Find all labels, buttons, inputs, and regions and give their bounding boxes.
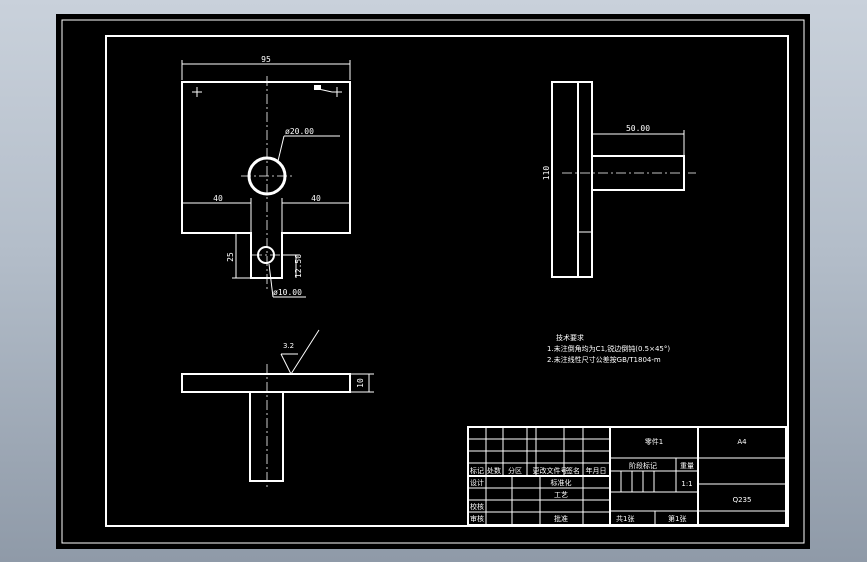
notes-line-1: 1.未注倒角均为C1,锐边倒钝(0.5×45°) <box>547 344 670 353</box>
tb-drawing-no: A4 <box>737 438 747 446</box>
tb-rev-label-0: 标记 <box>470 466 484 475</box>
side-plate <box>551 81 593 278</box>
bottom-view: 10 3.2 <box>181 329 374 489</box>
plate-outline <box>181 81 351 279</box>
corner-cross-left <box>192 87 202 97</box>
tb-std-label: 标准化 <box>551 478 572 487</box>
title-block: 零件1 A4 阶段标记 重量 1:1 Q235 共1张 第1张 标记 处数 分区… <box>467 426 787 526</box>
dim-thickness-label: 10 <box>356 378 365 388</box>
roughness-symbol <box>280 329 320 376</box>
dim-height-label: 110 <box>542 166 551 181</box>
dim-width-label: 95 <box>261 55 271 64</box>
bottom-boss <box>249 391 284 482</box>
tb-role-check: 校核 <box>470 502 484 511</box>
tb-role-design: 设计 <box>470 478 484 487</box>
dim-hole-large-label: ø20.00 <box>285 127 314 136</box>
tb-scale-value: 1:1 <box>681 480 692 488</box>
tb-craft-label: 工艺 <box>554 491 568 499</box>
dim-tab-offset-label: 12.50 <box>294 254 303 278</box>
tb-stage-label: 阶段标记 <box>629 461 657 470</box>
dim-hole-small-label: ø10.00 <box>273 288 302 297</box>
dim-right-label: 40 <box>311 194 321 203</box>
dim-tab-height-label: 25 <box>226 252 235 262</box>
front-view: 95 ø20.00 40 40 25 12.50 ø10.00 <box>181 55 351 298</box>
tb-material: Q235 <box>733 496 752 504</box>
tb-approve-label: 批准 <box>554 514 568 523</box>
tb-sheet-total: 共1张 <box>616 514 634 523</box>
inner-frame <box>105 35 789 527</box>
side-view: 50.00 110 <box>542 81 696 278</box>
notes-heading: 技术要求 <box>556 333 584 342</box>
bottom-plate <box>181 373 351 393</box>
dim-left-label: 40 <box>213 194 223 203</box>
dim-length-label: 50.00 <box>626 124 650 133</box>
tb-rev-label-2: 分区 <box>508 466 522 475</box>
tb-rev-label-5: 年月日 <box>586 466 607 475</box>
corner-mark <box>314 85 321 90</box>
drawing-sheet: 95 ø20.00 40 40 25 12.50 ø10.00 <box>61 19 805 544</box>
tb-sheet-no: 第1张 <box>668 514 686 523</box>
tb-part-name: 零件1 <box>645 437 663 446</box>
tb-rev-label-3: 更改文件号 <box>533 466 568 475</box>
drawing-canvas: 95 ø20.00 40 40 25 12.50 ø10.00 <box>56 14 810 549</box>
tb-rev-label-4: 签名 <box>566 466 580 475</box>
tb-role-approve: 审核 <box>470 514 484 523</box>
corner-cross-right <box>332 87 342 97</box>
tb-rev-label-1: 处数 <box>487 466 501 475</box>
technical-notes: 技术要求 1.未注倒角均为C1,锐边倒钝(0.5×45°) 2.未注线性尺寸公差… <box>547 333 670 364</box>
roughness-label: 3.2 <box>283 342 294 350</box>
outer-border <box>61 19 805 544</box>
tb-weight-label: 重量 <box>680 462 694 470</box>
notes-line-2: 2.未注线性尺寸公差按GB/T1804-m <box>547 355 661 364</box>
